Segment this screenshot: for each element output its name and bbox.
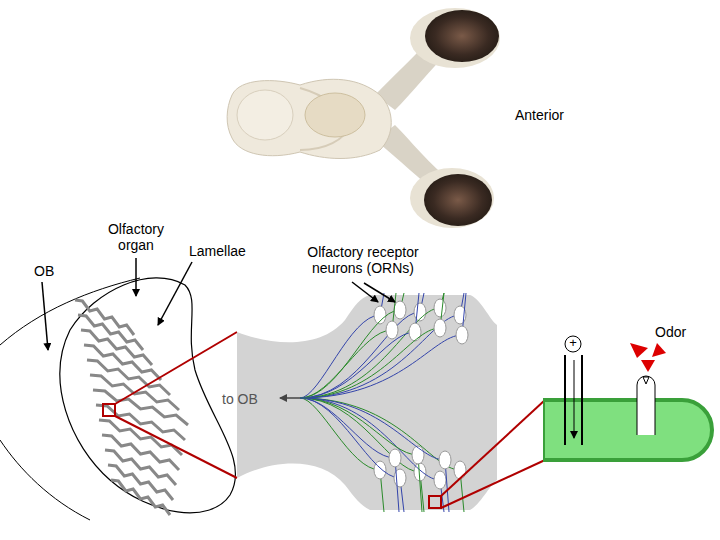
lamella-fold [111, 480, 170, 515]
neuron-body [439, 451, 451, 469]
neuron-body [434, 471, 446, 489]
axon [300, 398, 418, 455]
neuron-body [456, 326, 468, 344]
axon [300, 398, 380, 470]
neuron-body [386, 321, 398, 339]
axon [300, 330, 392, 398]
axon [300, 308, 440, 398]
axon [300, 328, 440, 398]
neuron-body [434, 299, 446, 317]
axon [300, 315, 460, 398]
neuron-body [409, 323, 421, 341]
axon [300, 398, 395, 458]
part-label: Olfactory organ [95, 221, 177, 253]
part-label: + [567, 335, 579, 351]
part-label: Olfactory receptor neurons (ORNs) [288, 244, 438, 276]
axon [300, 398, 445, 460]
olfactory-schematic [0, 278, 237, 520]
axon [300, 398, 460, 470]
axon [300, 335, 462, 398]
neuron-body [454, 461, 466, 479]
neuron-body [412, 446, 424, 464]
part-label: to OB [222, 391, 277, 407]
axon [300, 312, 420, 398]
part-label: Anterior [515, 107, 605, 123]
axon [300, 332, 415, 398]
part-label: Odor [655, 324, 705, 340]
brain-photo [227, 8, 500, 228]
neuron-body [394, 301, 406, 319]
lamella-section [237, 293, 545, 512]
neuron-body [389, 449, 401, 467]
neuron-body [434, 319, 446, 337]
part-label: OB [34, 263, 74, 279]
part-label: Lamellae [189, 243, 259, 259]
cilium-zoom [545, 336, 712, 460]
